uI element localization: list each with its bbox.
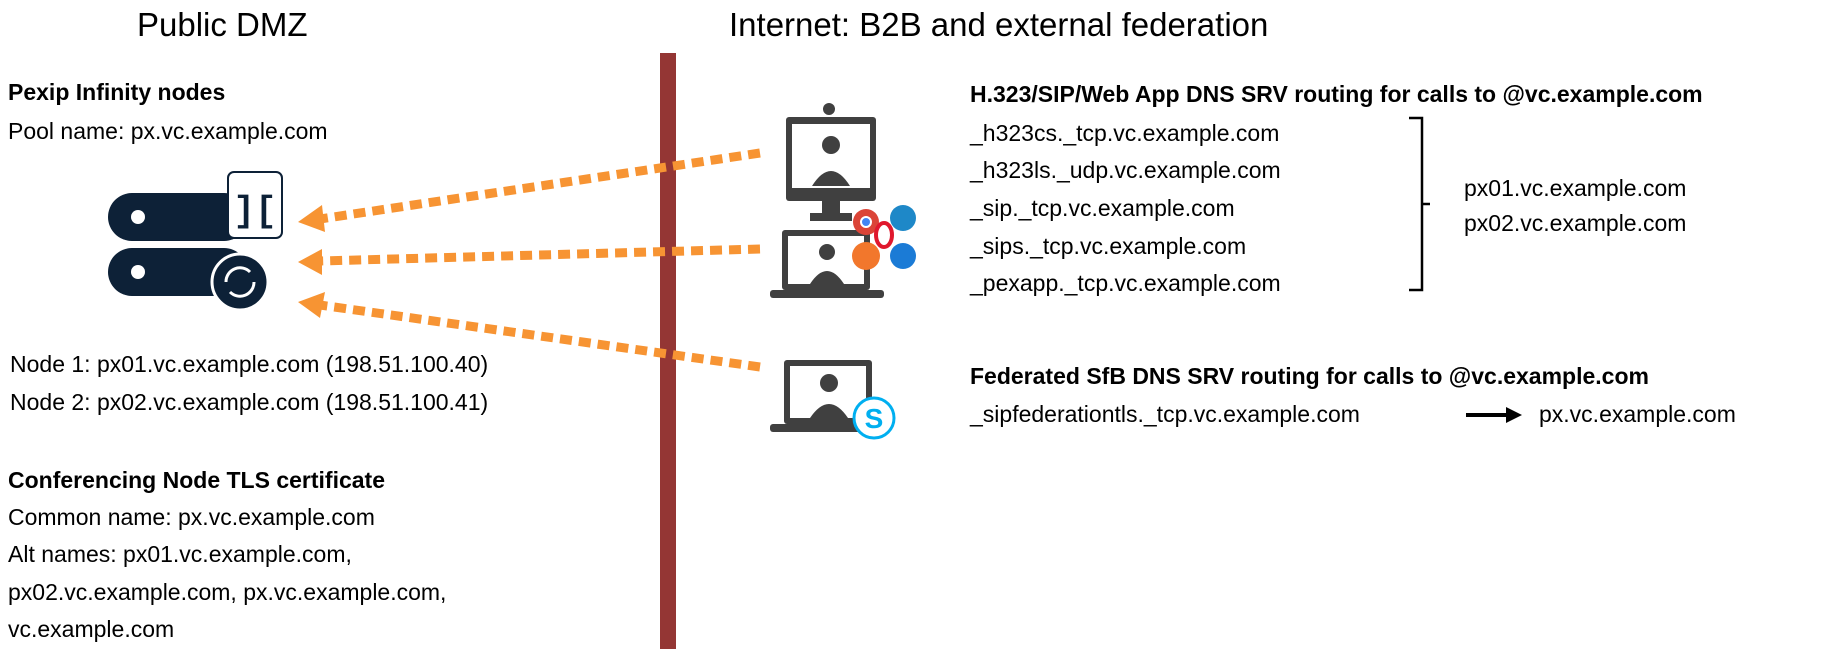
cert-alt-names-cont: px02.vc.example.com, px.vc.example.com, — [8, 579, 447, 605]
arrowhead-icon — [298, 292, 325, 318]
zone-title-internet: Internet: B2B and external federation — [729, 6, 1269, 43]
srv-record: _h323ls._udp.vc.example.com — [970, 157, 1281, 183]
srv-record: _h323cs._tcp.vc.example.com — [970, 120, 1280, 146]
pool-name: Pool name: px.vc.example.com — [8, 118, 328, 144]
skype-icon: S — [852, 396, 896, 440]
srv-heading: H.323/SIP/Web App DNS SRV routing for ca… — [970, 81, 1703, 107]
arrowhead-icon — [298, 205, 325, 232]
svg-text:S: S — [865, 403, 884, 434]
node2-label: Node 2: px02.vc.example.com (198.51.100.… — [10, 389, 489, 415]
arrow-sfb — [319, 300, 761, 372]
browser-icons — [852, 205, 916, 270]
srv-target: px01.vc.example.com — [1464, 175, 1687, 201]
arrow-webapp — [319, 244, 761, 266]
arrowhead-icon — [298, 249, 322, 275]
dmz-boundary-divider — [660, 53, 676, 649]
brace-bracket — [1409, 116, 1430, 292]
right-arrow-icon — [1466, 407, 1522, 423]
edge-icon — [890, 205, 916, 231]
safari-icon — [890, 243, 916, 269]
sfb-heading: Federated SfB DNS SRV routing for calls … — [970, 363, 1649, 389]
opera-icon — [874, 221, 894, 249]
svg-text:][: ][ — [233, 191, 276, 232]
cert-common-name: Common name: px.vc.example.com — [8, 504, 375, 530]
srv-record: _sips._tcp.vc.example.com — [970, 233, 1247, 259]
video-endpoint-icon — [786, 103, 876, 221]
sfb-target: px.vc.example.com — [1539, 401, 1736, 427]
sfb-record: _sipfederationtls._tcp.vc.example.com — [970, 401, 1360, 427]
laptop-webapp-icon — [770, 230, 884, 298]
srv-record: _pexapp._tcp.vc.example.com — [970, 270, 1281, 296]
laptop-sfb-icon — [770, 360, 878, 432]
cert-alt-names: Alt names: px01.vc.example.com, — [8, 541, 352, 567]
nodes-heading: Pexip Infinity nodes — [8, 79, 226, 105]
srv-record: _sip._tcp.vc.example.com — [970, 195, 1235, 221]
pexip-server-icon: ][ — [108, 171, 283, 312]
cert-alt-names-cont: vc.example.com — [8, 616, 175, 642]
srv-target: px02.vc.example.com — [1464, 210, 1687, 236]
node1-label: Node 1: px01.vc.example.com (198.51.100.… — [10, 351, 489, 377]
connection-arrows — [319, 148, 761, 372]
cert-heading: Conferencing Node TLS certificate — [8, 467, 386, 493]
arrow-videosystem — [319, 148, 761, 224]
firefox-icon — [852, 242, 880, 270]
zone-title-dmz: Public DMZ — [137, 6, 308, 43]
